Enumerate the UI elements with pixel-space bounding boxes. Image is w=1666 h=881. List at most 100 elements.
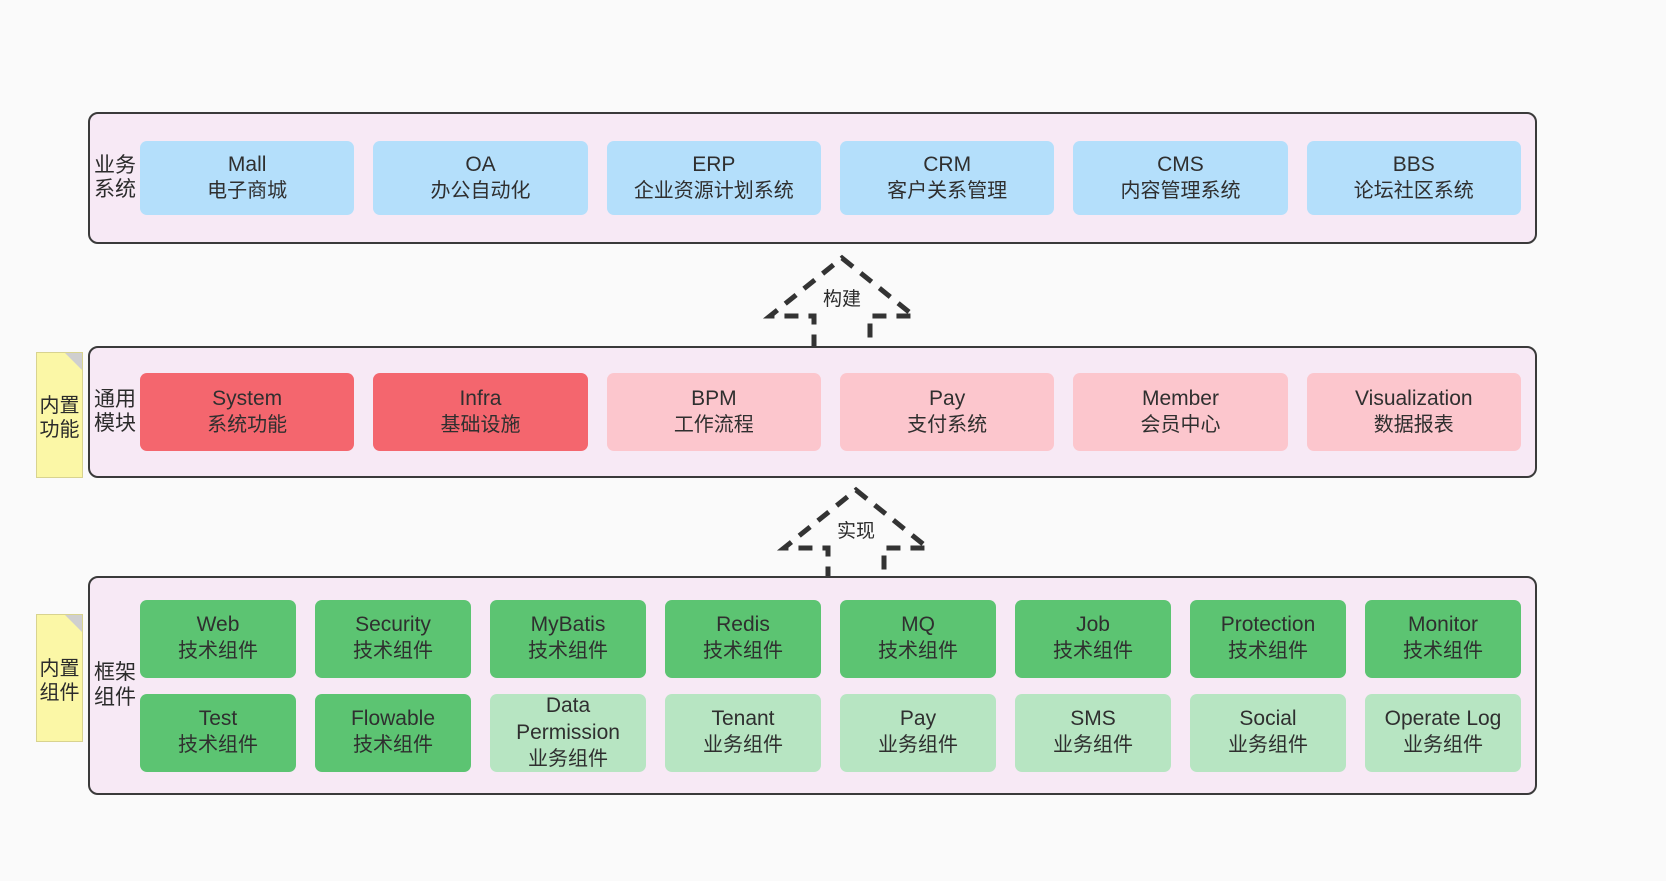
note-fold-corner-icon — [65, 353, 82, 370]
card-tenant[interactable]: Tenant 业务组件 — [665, 693, 821, 772]
card-redis[interactable]: Redis 技术组件 — [665, 599, 821, 678]
card-subtitle: 技术组件 — [178, 640, 258, 663]
layer-common-modules: 通用模块 System 系统功能 Infra 基础设施 BPM 工作流程 Pay… — [88, 346, 1537, 478]
card-data-permission[interactable]: Data Permission 业务组件 — [490, 693, 646, 772]
card-mybatis[interactable]: MyBatis 技术组件 — [490, 599, 646, 678]
card-infra[interactable]: Infra 基础设施 — [373, 373, 588, 451]
connector-build-label: 构建 — [822, 289, 862, 310]
module-card-row: System 系统功能 Infra 基础设施 BPM 工作流程 Pay 支付系统… — [140, 373, 1521, 451]
card-title: Redis — [716, 613, 770, 637]
connector-build: 构建 — [762, 252, 922, 360]
card-title: Visualization — [1355, 386, 1473, 410]
card-pay-component[interactable]: Pay 业务组件 — [840, 693, 996, 772]
card-crm[interactable]: CRM 客户关系管理 — [839, 141, 1055, 215]
card-member[interactable]: Member 会员中心 — [1073, 373, 1288, 451]
card-title: Infra — [459, 386, 502, 410]
card-mq[interactable]: MQ 技术组件 — [840, 599, 996, 678]
card-title: ERP — [692, 152, 736, 176]
card-monitor[interactable]: Monitor 技术组件 — [1365, 599, 1521, 678]
card-visualization[interactable]: Visualization 数据报表 — [1306, 373, 1521, 451]
card-subtitle: 技术组件 — [353, 640, 433, 663]
layer-business-systems: 业务系统 Mall 电子商城 OA 办公自动化 ERP 企业资源计划系统 CRM… — [88, 112, 1537, 244]
card-title: Monitor — [1407, 613, 1479, 637]
card-subtitle: 业务组件 — [878, 734, 958, 757]
note-builtin-functions: 内置功能 — [36, 352, 83, 478]
framework-tech-row: Web 技术组件 Security 技术组件 MyBatis 技术组件 Redi… — [140, 599, 1521, 678]
card-mall[interactable]: Mall 电子商城 — [140, 141, 355, 215]
card-subtitle: 论坛社区系统 — [1353, 179, 1474, 202]
card-title: CRM — [923, 152, 972, 176]
card-cms[interactable]: CMS 内容管理系统 — [1073, 141, 1288, 215]
card-title: SMS — [1070, 707, 1116, 731]
card-title: System — [212, 386, 283, 410]
card-subtitle: 电子商城 — [207, 179, 288, 202]
card-title: Mall — [227, 152, 267, 176]
card-title: Member — [1141, 386, 1219, 410]
card-title: Web — [196, 613, 240, 637]
card-subtitle: 内容管理系统 — [1120, 179, 1241, 202]
card-oa[interactable]: OA 办公自动化 — [373, 141, 588, 215]
card-test[interactable]: Test 技术组件 — [140, 693, 296, 772]
card-subtitle: 数据报表 — [1373, 413, 1454, 436]
card-web[interactable]: Web 技术组件 — [140, 599, 296, 678]
card-title: Social — [1239, 707, 1297, 731]
card-subtitle: 业务组件 — [1053, 734, 1133, 757]
layer-framework-components: 框架组件 Web 技术组件 Security 技术组件 MyBatis 技术组件… — [88, 576, 1537, 795]
layer-framework-body: Web 技术组件 Security 技术组件 MyBatis 技术组件 Redi… — [136, 599, 1535, 772]
card-operate-log[interactable]: Operate Log 业务组件 — [1365, 693, 1521, 772]
card-social[interactable]: Social 业务组件 — [1190, 693, 1346, 772]
card-title: Tenant — [711, 707, 775, 731]
card-subtitle: 技术组件 — [703, 640, 783, 663]
card-subtitle: 业务组件 — [1403, 734, 1483, 757]
card-subtitle: 技术组件 — [353, 734, 433, 757]
card-protection[interactable]: Protection 技术组件 — [1190, 599, 1346, 678]
card-subtitle: 企业资源计划系统 — [633, 179, 794, 202]
card-erp[interactable]: ERP 企业资源计划系统 — [606, 141, 821, 215]
note-builtin-components: 内置组件 — [36, 614, 83, 742]
card-subtitle: 技术组件 — [1053, 640, 1133, 663]
layer-business-body: Mall 电子商城 OA 办公自动化 ERP 企业资源计划系统 CRM 客户关系… — [136, 141, 1535, 215]
card-title: Job — [1076, 613, 1110, 637]
card-title: Data Permission — [516, 693, 620, 744]
card-title: Operate Log — [1384, 707, 1502, 731]
card-title: BBS — [1392, 152, 1435, 176]
note-fold-corner-icon — [65, 615, 82, 632]
card-flowable[interactable]: Flowable 技术组件 — [315, 693, 471, 772]
card-security[interactable]: Security 技术组件 — [315, 599, 471, 678]
card-subtitle: 技术组件 — [528, 640, 608, 663]
card-subtitle: 客户关系管理 — [887, 179, 1008, 202]
card-title: MQ — [901, 613, 935, 637]
card-subtitle: 技术组件 — [178, 734, 258, 757]
card-system[interactable]: System 系统功能 — [140, 373, 355, 451]
card-subtitle: 办公自动化 — [430, 179, 531, 202]
card-subtitle: 技术组件 — [1403, 640, 1483, 663]
layer-modules-label: 通用模块 — [94, 387, 136, 435]
card-title: BPM — [691, 386, 737, 410]
business-card-row: Mall 电子商城 OA 办公自动化 ERP 企业资源计划系统 CRM 客户关系… — [140, 141, 1521, 215]
card-title: MyBatis — [530, 613, 606, 637]
card-title: Pay — [929, 386, 966, 410]
card-pay[interactable]: Pay 支付系统 — [839, 373, 1055, 451]
card-subtitle: 技术组件 — [1228, 640, 1308, 663]
card-job[interactable]: Job 技术组件 — [1015, 599, 1171, 678]
card-title: Protection — [1220, 613, 1316, 637]
card-subtitle: 系统功能 — [207, 413, 288, 436]
card-title: Pay — [899, 707, 937, 731]
card-subtitle: 业务组件 — [1228, 734, 1308, 757]
card-subtitle: 技术组件 — [878, 640, 958, 663]
card-title: Flowable — [350, 707, 436, 731]
connector-implement-label: 实现 — [836, 521, 876, 542]
card-subtitle: 会员中心 — [1140, 413, 1221, 436]
card-bpm[interactable]: BPM 工作流程 — [606, 373, 821, 451]
note-label: 内置功能 — [39, 395, 80, 441]
layer-framework-label: 框架组件 — [94, 661, 136, 709]
card-sms[interactable]: SMS 业务组件 — [1015, 693, 1171, 772]
card-subtitle: 支付系统 — [907, 413, 988, 436]
card-title: Security — [355, 613, 431, 637]
card-title: Test — [198, 707, 238, 731]
note-label: 内置组件 — [39, 658, 80, 704]
card-subtitle: 基础设施 — [440, 413, 521, 436]
card-title: OA — [465, 152, 496, 176]
card-bbs[interactable]: BBS 论坛社区系统 — [1306, 141, 1521, 215]
layer-modules-body: System 系统功能 Infra 基础设施 BPM 工作流程 Pay 支付系统… — [136, 373, 1535, 451]
